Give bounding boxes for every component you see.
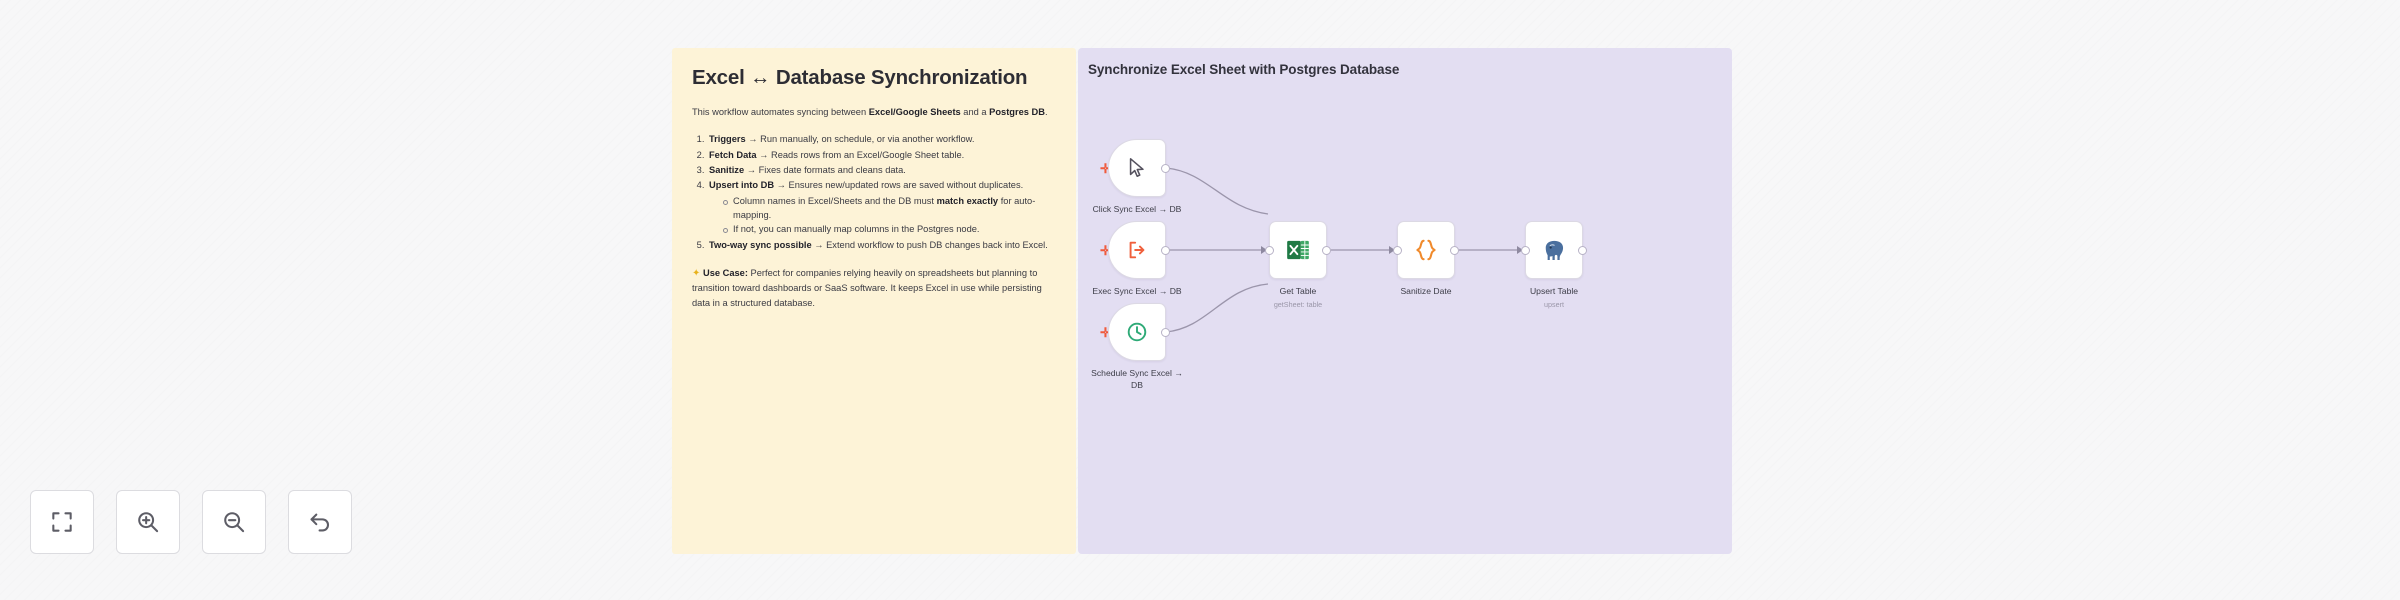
output-port[interactable] <box>1161 327 1170 337</box>
node-click-trigger[interactable] <box>1108 139 1170 197</box>
output-port[interactable] <box>1161 163 1170 173</box>
use-case-text: Perfect for companies relying heavily on… <box>692 267 1042 308</box>
node-sanitize-data[interactable] <box>1389 221 1459 279</box>
step-term: Sanitize <box>709 164 745 175</box>
node-label-upsert-table: Upsert Table <box>1529 286 1579 296</box>
node-get-table[interactable] <box>1261 221 1331 279</box>
intro-bold-excel: Excel/Google Sheets <box>868 107 961 117</box>
use-case-label: Use Case: <box>702 267 748 278</box>
step-term: Two-way sync possible <box>709 239 812 250</box>
step-text: → Ensures new/updated rows are saved wit… <box>774 179 1024 190</box>
add-node-marker[interactable]: ✛ <box>1100 161 1111 176</box>
steps-list: Triggers → Run manually, on schedule, or… <box>692 132 1056 252</box>
intro-bold-postgres: Postgres DB <box>989 107 1045 117</box>
sparkle-icon: ✦ <box>692 267 701 279</box>
code-braces-icon <box>1416 239 1436 261</box>
step-term: Fetch Data <box>709 149 757 160</box>
canvas-toolbar <box>30 490 352 554</box>
intro-before: This workflow automates syncing between <box>692 107 869 117</box>
node-subtitle-upsert-table: upsert <box>1544 300 1564 309</box>
add-node-marker[interactable]: ✛ <box>1100 325 1111 340</box>
step-text: → Fixes date formats and cleans data. <box>744 164 906 175</box>
clock-icon <box>1127 322 1147 342</box>
list-item: Upsert into DB → Ensures new/updated row… <box>707 178 1056 237</box>
input-port[interactable] <box>1393 245 1402 255</box>
execute-workflow-icon <box>1129 241 1145 259</box>
use-case-note: ✦ Use Case: Perfect for companies relyin… <box>692 266 1056 310</box>
postgres-elephant-icon <box>1545 240 1563 260</box>
step-term: Upsert into DB <box>709 179 775 190</box>
excel-icon <box>1287 240 1309 260</box>
intro-after: . <box>1044 107 1048 117</box>
list-item: Two-way sync possible → Extend workflow … <box>707 238 1056 253</box>
output-port[interactable] <box>1161 245 1170 255</box>
list-item: Fetch Data → Reads rows from an Excel/Go… <box>707 148 1056 163</box>
output-port[interactable] <box>1322 245 1331 255</box>
node-label-schedule-trigger: Schedule Sync Excel → DB <box>1091 368 1183 390</box>
list-item: If not, you can manually map columns in … <box>723 222 1056 236</box>
reset-zoom-button[interactable] <box>288 490 352 554</box>
node-subtitle-get-table: getSheet: table <box>1273 300 1323 309</box>
sub-before: If not, you can manually map columns in … <box>733 224 980 235</box>
fit-to-view-button[interactable] <box>30 490 94 554</box>
documentation-card: Excel ↔ Database Synchronization This wo… <box>672 48 1076 554</box>
zoom-out-icon <box>224 512 245 533</box>
node-upsert-table[interactable] <box>1517 221 1587 279</box>
step-term: Triggers <box>709 134 746 145</box>
intro-paragraph: This workflow automates syncing between … <box>692 106 1056 119</box>
step-text: → Run manually, on schedule, or via anot… <box>745 134 975 145</box>
input-arrow-icon <box>1389 246 1395 254</box>
add-node-marker[interactable]: ✛ <box>1100 243 1111 258</box>
step-text: → Extend workflow to push DB changes bac… <box>811 239 1048 250</box>
list-item: Triggers → Run manually, on schedule, or… <box>707 132 1056 147</box>
input-port[interactable] <box>1265 245 1274 255</box>
workflow-canvas[interactable]: Synchronize Excel Sheet with Postgres Da… <box>1078 48 1732 554</box>
fit-to-view-icon <box>52 512 72 532</box>
workflow-title: Synchronize Excel Sheet with Postgres Da… <box>1088 62 1400 77</box>
zoom-in-button[interactable] <box>116 490 180 554</box>
list-item: Column names in Excel/Sheets and the DB … <box>723 194 1056 223</box>
intro-middle: and a <box>960 107 990 117</box>
page-title: Excel ↔ Database Synchronization <box>692 66 1028 89</box>
input-port[interactable] <box>1521 245 1530 255</box>
output-port[interactable] <box>1450 245 1459 255</box>
sub-bold: match exactly <box>936 195 999 206</box>
undo-arrow-icon <box>310 513 330 532</box>
zoom-in-icon <box>138 512 159 533</box>
node-label-sanitize-data: Sanitize Date <box>1400 286 1452 296</box>
connection-wires <box>1165 167 1524 333</box>
cursor-pointer-icon <box>1129 158 1144 178</box>
sub-before: Column names in Excel/Sheets and the DB … <box>733 195 937 206</box>
list-item: Sanitize → Fixes date formats and cleans… <box>707 163 1056 178</box>
zoom-out-button[interactable] <box>202 490 266 554</box>
input-arrow-icon <box>1517 246 1523 254</box>
node-label-click-trigger: Click Sync Excel → DB <box>1092 204 1182 214</box>
node-schedule-trigger[interactable] <box>1108 303 1170 361</box>
step-text: → Reads rows from an Excel/Google Sheet … <box>756 149 965 160</box>
output-port[interactable] <box>1578 245 1587 255</box>
input-arrow-icon <box>1261 246 1267 254</box>
node-label-exec-trigger: Exec Sync Excel → DB <box>1092 286 1182 296</box>
node-label-get-table: Get Table <box>1279 286 1317 296</box>
sub-steps-list: Column names in Excel/Sheets and the DB … <box>709 194 1056 237</box>
node-exec-trigger[interactable] <box>1108 221 1170 279</box>
sub-after: for auto-mapping. <box>733 195 1036 221</box>
